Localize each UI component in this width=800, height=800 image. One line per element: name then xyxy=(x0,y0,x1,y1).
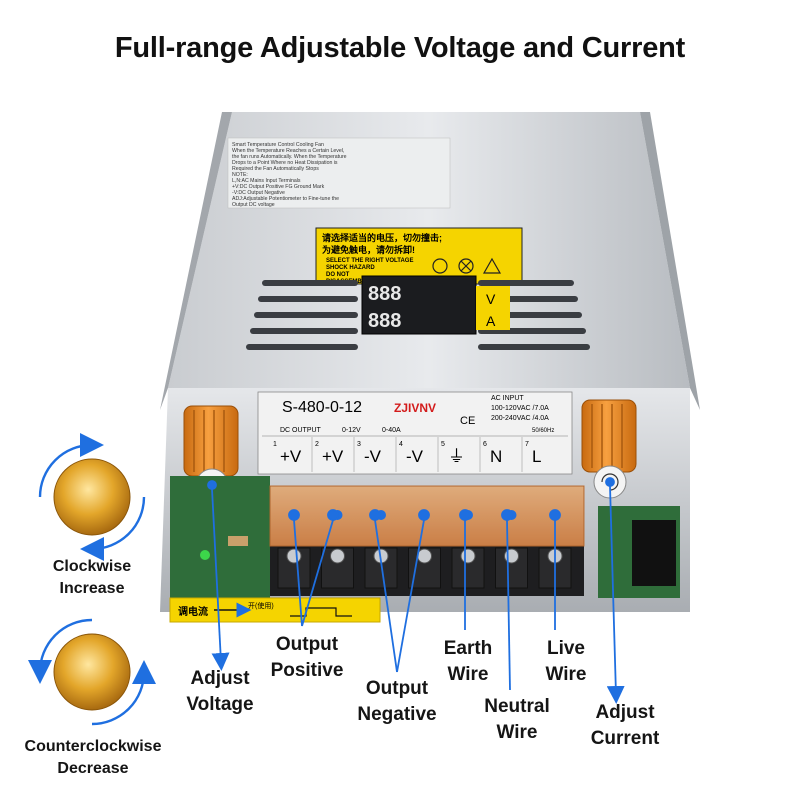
terminal-block xyxy=(269,485,585,596)
terminal-label: L xyxy=(532,447,541,466)
counterclockwise-caption: Counterclockwise Decrease xyxy=(24,738,162,777)
ac-input-line2: 200-240VAC /4.0A xyxy=(491,415,549,422)
clockwise-arrow-icon xyxy=(80,496,146,561)
callout-output-negative: Output Negative xyxy=(357,678,437,725)
terminal-label: +V xyxy=(280,447,302,466)
voltage-unit: V xyxy=(486,291,496,307)
led-display: 888 888 V A xyxy=(361,275,510,335)
shock-hazard-icon xyxy=(482,257,502,274)
note-line: NOTE: xyxy=(232,172,248,178)
terminal-number: 7 xyxy=(525,441,529,448)
rotate-arrow-icon xyxy=(601,473,619,491)
warning-icons xyxy=(432,257,502,274)
page-title: Full-range Adjustable Voltage and Curren… xyxy=(114,32,686,64)
callout-adjust-current: Adjust Current xyxy=(590,702,660,749)
note-line: When the Temperature Reaches a Certain L… xyxy=(232,148,344,154)
terminal-label: -V xyxy=(406,447,424,466)
voltage-warning-icon xyxy=(432,258,448,274)
case-side-left xyxy=(160,112,232,410)
warning-item-3: DO NOT xyxy=(326,272,350,278)
counterclockwise-knob-illustration xyxy=(28,618,156,726)
note-line: +V:DC Output Positive FG Ground Mark xyxy=(232,184,325,190)
callout-live-wire: Live Wire xyxy=(545,638,587,685)
warning-cn-line2: 为避免触电，请勿拆卸! xyxy=(322,244,415,255)
voltage-range: 0-12V xyxy=(342,427,361,434)
connector-block xyxy=(632,520,676,586)
clockwise-knob-illustration xyxy=(38,433,146,561)
terminal-screw-housing xyxy=(364,547,398,589)
terminal-number: 5 xyxy=(441,441,445,448)
spec-plate: S-480-0-12 ZJIVNV AC INPUT 100-120VAC /7… xyxy=(257,391,573,475)
terminal-label: +V xyxy=(322,447,344,466)
terminal-number: 1 xyxy=(273,441,277,448)
power-led xyxy=(200,550,210,560)
note-line: the fan runs Automatically. When the Tem… xyxy=(232,154,347,160)
counterclockwise-arrow-icon xyxy=(28,618,93,684)
terminal-number: 2 xyxy=(315,441,319,448)
terminal-number: 3 xyxy=(357,441,361,448)
clockwise-arrow-icon xyxy=(38,433,104,498)
terminal-screw[interactable] xyxy=(504,548,519,564)
bottom-tag-left: 调电流 xyxy=(178,605,208,618)
pcb-board xyxy=(170,476,270,598)
terminal-screw[interactable] xyxy=(417,548,432,564)
terminal-label: -V xyxy=(364,447,382,466)
current-readout: 888 xyxy=(368,310,401,332)
terminal-number: 6 xyxy=(483,441,487,448)
model-number: S-480-0-12 xyxy=(282,399,362,416)
note-line: Output DC voltage xyxy=(232,202,275,208)
terminal-screw[interactable] xyxy=(286,548,302,564)
terminal-label: ⏚ xyxy=(448,447,465,466)
callout-output-positive: Output Positive xyxy=(270,634,344,681)
callout-lines xyxy=(207,477,625,704)
ac-input-label: AC INPUT xyxy=(491,395,524,402)
note-line: ADJ:Adjustable Potentiometer to Fine-tun… xyxy=(232,196,339,202)
ac-input-line1: 100-120VAC /7.0A xyxy=(491,405,549,412)
bottom-tag-right: 开(使用) xyxy=(248,601,274,610)
terminal-screw[interactable] xyxy=(330,548,345,564)
note-line: Required the Fan Automatically Stops xyxy=(232,166,319,172)
callout-neutral-wire: Neutral Wire xyxy=(484,696,550,743)
clockwise-caption: Clockwise Increase xyxy=(52,558,132,597)
no-disassemble-icon xyxy=(458,258,474,274)
brand-name: ZJIVNV xyxy=(394,401,436,415)
counterclockwise-arrow-icon xyxy=(91,660,156,726)
note-line: L,N:AC Mains Input Terminals xyxy=(232,178,301,184)
resistor xyxy=(228,536,248,546)
warning-item-2: SHOCK HAZARD xyxy=(326,265,375,271)
terminal-number: 4 xyxy=(399,441,403,448)
cooling-fan-note-label: Smart Temperature Control Cooling FanWhe… xyxy=(227,137,451,209)
frequency: 50/60Hz xyxy=(532,428,554,434)
warning-item-1: SELECT THE RIGHT VOLTAGE xyxy=(326,258,413,264)
warning-label: 请选择适当的电压，切勿撞击; 为避免触电，请勿拆卸! SELECT THE RI… xyxy=(315,227,523,285)
bottom-tag: 调电流 开(使用) xyxy=(169,597,381,623)
ce-mark: CE xyxy=(460,415,475,427)
terminal-label: N xyxy=(490,447,502,466)
callout-adjust-voltage: Adjust Voltage xyxy=(186,668,254,715)
note-line: Smart Temperature Control Cooling Fan xyxy=(232,142,324,148)
note-line: -V:DC Output Negative xyxy=(232,190,285,196)
dc-output-label: DC OUTPUT xyxy=(280,427,322,434)
callout-earth-wire: Earth Wire xyxy=(443,638,493,685)
current-unit: A xyxy=(486,313,496,329)
terminal-screw[interactable] xyxy=(460,548,476,564)
case-side-right xyxy=(640,112,700,410)
current-range: 0-40A xyxy=(382,427,401,434)
voltage-readout: 888 xyxy=(368,283,401,305)
warning-cn-line1: 请选择适当的电压，切勿撞击; xyxy=(322,232,442,243)
note-line: Drops to a Point Where no Heat Dissipati… xyxy=(232,160,338,166)
